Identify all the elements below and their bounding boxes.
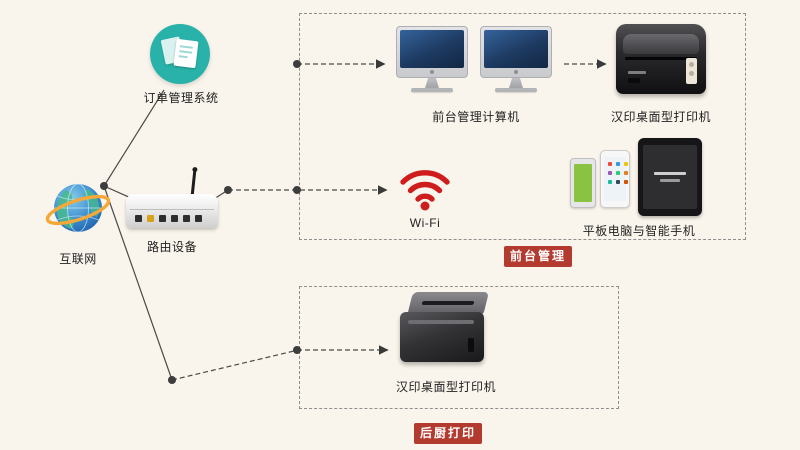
router-antenna-icon (190, 169, 197, 197)
computer-display (484, 30, 548, 68)
printer-cover (623, 34, 699, 54)
wifi-node (398, 162, 452, 212)
router-port (135, 215, 142, 222)
printer-buttons (468, 338, 474, 352)
phone-screen (574, 164, 592, 202)
front-desk-zone-badge: 前台管理 (504, 246, 572, 267)
front-printer-label: 汉印桌面型打印机 (610, 110, 711, 124)
mobile-devices-node (570, 134, 710, 218)
order-system-label: 订单管理系统 (143, 91, 219, 105)
front-desk-zone-box (299, 13, 746, 240)
printer-body (616, 24, 706, 94)
desktop-computer-icon (480, 26, 552, 92)
computer-screen (480, 26, 552, 78)
front-printer-node (616, 20, 706, 100)
computer-logo-dot (430, 70, 434, 74)
globe-icon (45, 183, 111, 233)
printer-body (400, 312, 484, 362)
printer-feed-button (628, 78, 640, 83)
router-port (171, 215, 178, 222)
mobile-devices-label: 平板电脑与智能手机 (582, 224, 696, 238)
computer-base (495, 88, 537, 92)
tablet-icon (638, 138, 702, 216)
router-seam (130, 209, 214, 210)
router-label: 路由设备 (146, 240, 197, 254)
router-port (195, 215, 202, 222)
tablet-screen-line (654, 172, 686, 175)
computer-logo-dot (514, 70, 518, 74)
kitchen-zone-badge: 后厨打印 (414, 423, 482, 444)
printer-paper-slot (625, 57, 697, 60)
tablet-screen-line (660, 179, 680, 182)
smartphone-icon (600, 150, 630, 208)
kitchen-printer-label: 汉印桌面型打印机 (395, 380, 496, 394)
desktop-computer-icon (396, 26, 468, 92)
wifi-label: Wi-Fi (409, 216, 441, 230)
front-computers-label: 前台管理计算机 (432, 110, 520, 124)
router-port (147, 215, 154, 222)
computer-display (400, 30, 464, 68)
front-computers-node (396, 26, 556, 96)
computer-base (411, 88, 453, 92)
internet-label: 互联网 (59, 252, 97, 266)
kitchen-printer-node (398, 292, 494, 370)
doc-text-line (178, 55, 188, 59)
phone-screen (604, 157, 626, 201)
doc-text-line (179, 45, 193, 49)
smartphone-icon (570, 158, 596, 208)
computer-screen (396, 26, 468, 78)
order-system-node (150, 24, 210, 84)
computer-stand (425, 78, 439, 88)
internet-node (44, 180, 112, 242)
document-icon (173, 38, 199, 69)
printer-band (408, 320, 474, 324)
router-port (159, 215, 166, 222)
tablet-screen (643, 145, 697, 209)
wifi-icon (400, 170, 450, 211)
printer-control-panel (686, 58, 697, 84)
printer-paper-slot (421, 301, 475, 305)
router-ports (135, 215, 202, 222)
router-node (126, 168, 218, 232)
printer-logo (628, 71, 646, 74)
doc-text-line (179, 50, 193, 54)
computer-stand (509, 78, 523, 88)
router-body (126, 194, 218, 228)
router-port (183, 215, 190, 222)
